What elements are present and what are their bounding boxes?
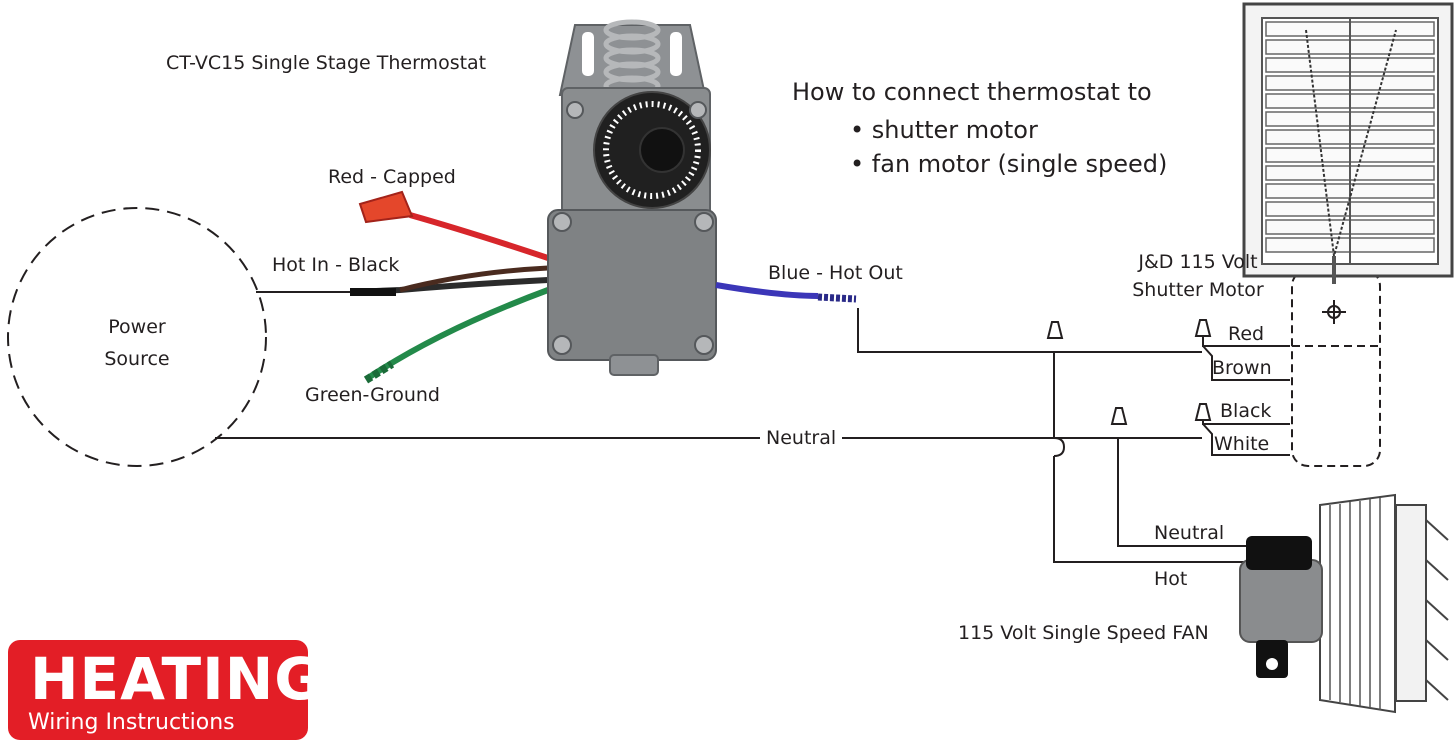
shutter-motor-box xyxy=(1291,269,1381,467)
fan-housing xyxy=(1395,504,1427,702)
bracket-slot-right xyxy=(670,32,682,76)
fan-hot-label: Hot xyxy=(1154,568,1188,590)
shutter xyxy=(1242,2,1454,284)
instruction-item-shutter: • shutter motor xyxy=(850,116,1038,144)
fan xyxy=(1239,493,1449,714)
red-wire xyxy=(409,212,549,261)
fan-guard xyxy=(1319,493,1396,714)
instructions-heading: How to connect thermostat to xyxy=(792,78,1152,106)
thermostat-lower-body xyxy=(547,209,717,361)
lead-black-label: Black xyxy=(1220,400,1272,422)
green-wire-label: Green-Ground xyxy=(305,384,440,406)
fan-hot-line xyxy=(1053,456,1250,563)
fan-motor-shaft xyxy=(1266,658,1278,670)
shutter-motor-crosshair-icon xyxy=(1322,300,1346,324)
wire-nut-hot-junction xyxy=(1046,321,1064,339)
fan-guard-bars xyxy=(1329,498,1381,710)
fan-label: 115 Volt Single Speed FAN xyxy=(958,622,1209,644)
fan-neutral-label: Neutral xyxy=(1154,522,1225,544)
power-source-circle xyxy=(7,207,267,467)
blue-wire-tip xyxy=(817,293,857,303)
lead-white-label: White xyxy=(1214,433,1270,455)
instruction-text: fan motor (single speed) xyxy=(871,150,1168,178)
bracket-slot-left xyxy=(582,32,594,76)
heating-badge: HEATING Wiring Instructions xyxy=(8,640,308,740)
dial-knob xyxy=(639,127,685,173)
shutter-motor-label: J&D 115 Volt Shutter Motor xyxy=(1132,251,1264,301)
green-wire xyxy=(366,287,550,381)
mounting-tab xyxy=(609,354,659,376)
bullet-glyph: • xyxy=(850,150,865,178)
fan-neutral-line xyxy=(1117,438,1250,547)
black-wire-tip xyxy=(350,288,396,296)
dial-scale-ring xyxy=(603,101,701,199)
lead-red-label: Red xyxy=(1228,323,1265,345)
hot-in-label: Hot In - Black xyxy=(272,254,400,276)
shutter-leads xyxy=(1202,336,1290,456)
thermostat-screws xyxy=(552,101,714,355)
wire-nut-fan-neutral xyxy=(1110,407,1128,425)
instruction-text: shutter motor xyxy=(871,116,1038,144)
wire-nut-cap xyxy=(358,190,414,224)
power-source-label: Power Source xyxy=(104,316,170,370)
red-wire-label: Red - Capped xyxy=(328,166,456,188)
blue-wire xyxy=(715,282,819,299)
lead-brown-label: Brown xyxy=(1212,357,1272,379)
wire-nuts xyxy=(1046,319,1212,425)
brown-wire xyxy=(399,265,549,293)
neutral-crossover xyxy=(1053,437,1066,457)
fan-blades xyxy=(1425,519,1449,701)
wire-nut-shutter-hot xyxy=(1194,319,1212,337)
thermostat-title: CT-VC15 Single Stage Thermostat xyxy=(166,52,487,74)
fan-motor-cap xyxy=(1246,536,1312,570)
blue-wire-label: Blue - Hot Out xyxy=(768,262,903,284)
instruction-item-fan: • fan motor (single speed) xyxy=(850,150,1167,178)
badge-subheading: Wiring Instructions xyxy=(28,710,235,735)
badge-heading: HEATING xyxy=(30,645,308,713)
green-wire-tip xyxy=(363,360,395,384)
bullet-glyph: • xyxy=(850,116,865,144)
hot-out-line xyxy=(857,308,1202,353)
wire-nut-shutter-neutral xyxy=(1194,403,1212,421)
fan-motor-body xyxy=(1239,559,1323,643)
neutral-label: Neutral xyxy=(764,427,839,449)
thermostat xyxy=(547,19,717,376)
